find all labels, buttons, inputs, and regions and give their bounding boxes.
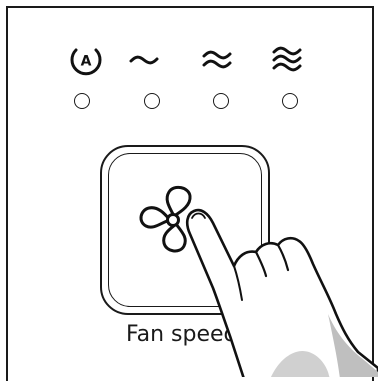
medium-indicator-light [213, 93, 229, 109]
auto-mode-icon: A [70, 44, 102, 76]
auto-mode-letter: A [81, 54, 92, 70]
high-speed-wave-icon [271, 44, 303, 76]
auto-indicator-light [74, 93, 90, 109]
high-indicator-light [282, 93, 298, 109]
low-indicator-light [144, 93, 160, 109]
pointing-hand-icon [178, 196, 378, 377]
low-speed-wave-icon [128, 44, 160, 76]
medium-speed-wave-icon [201, 44, 233, 76]
